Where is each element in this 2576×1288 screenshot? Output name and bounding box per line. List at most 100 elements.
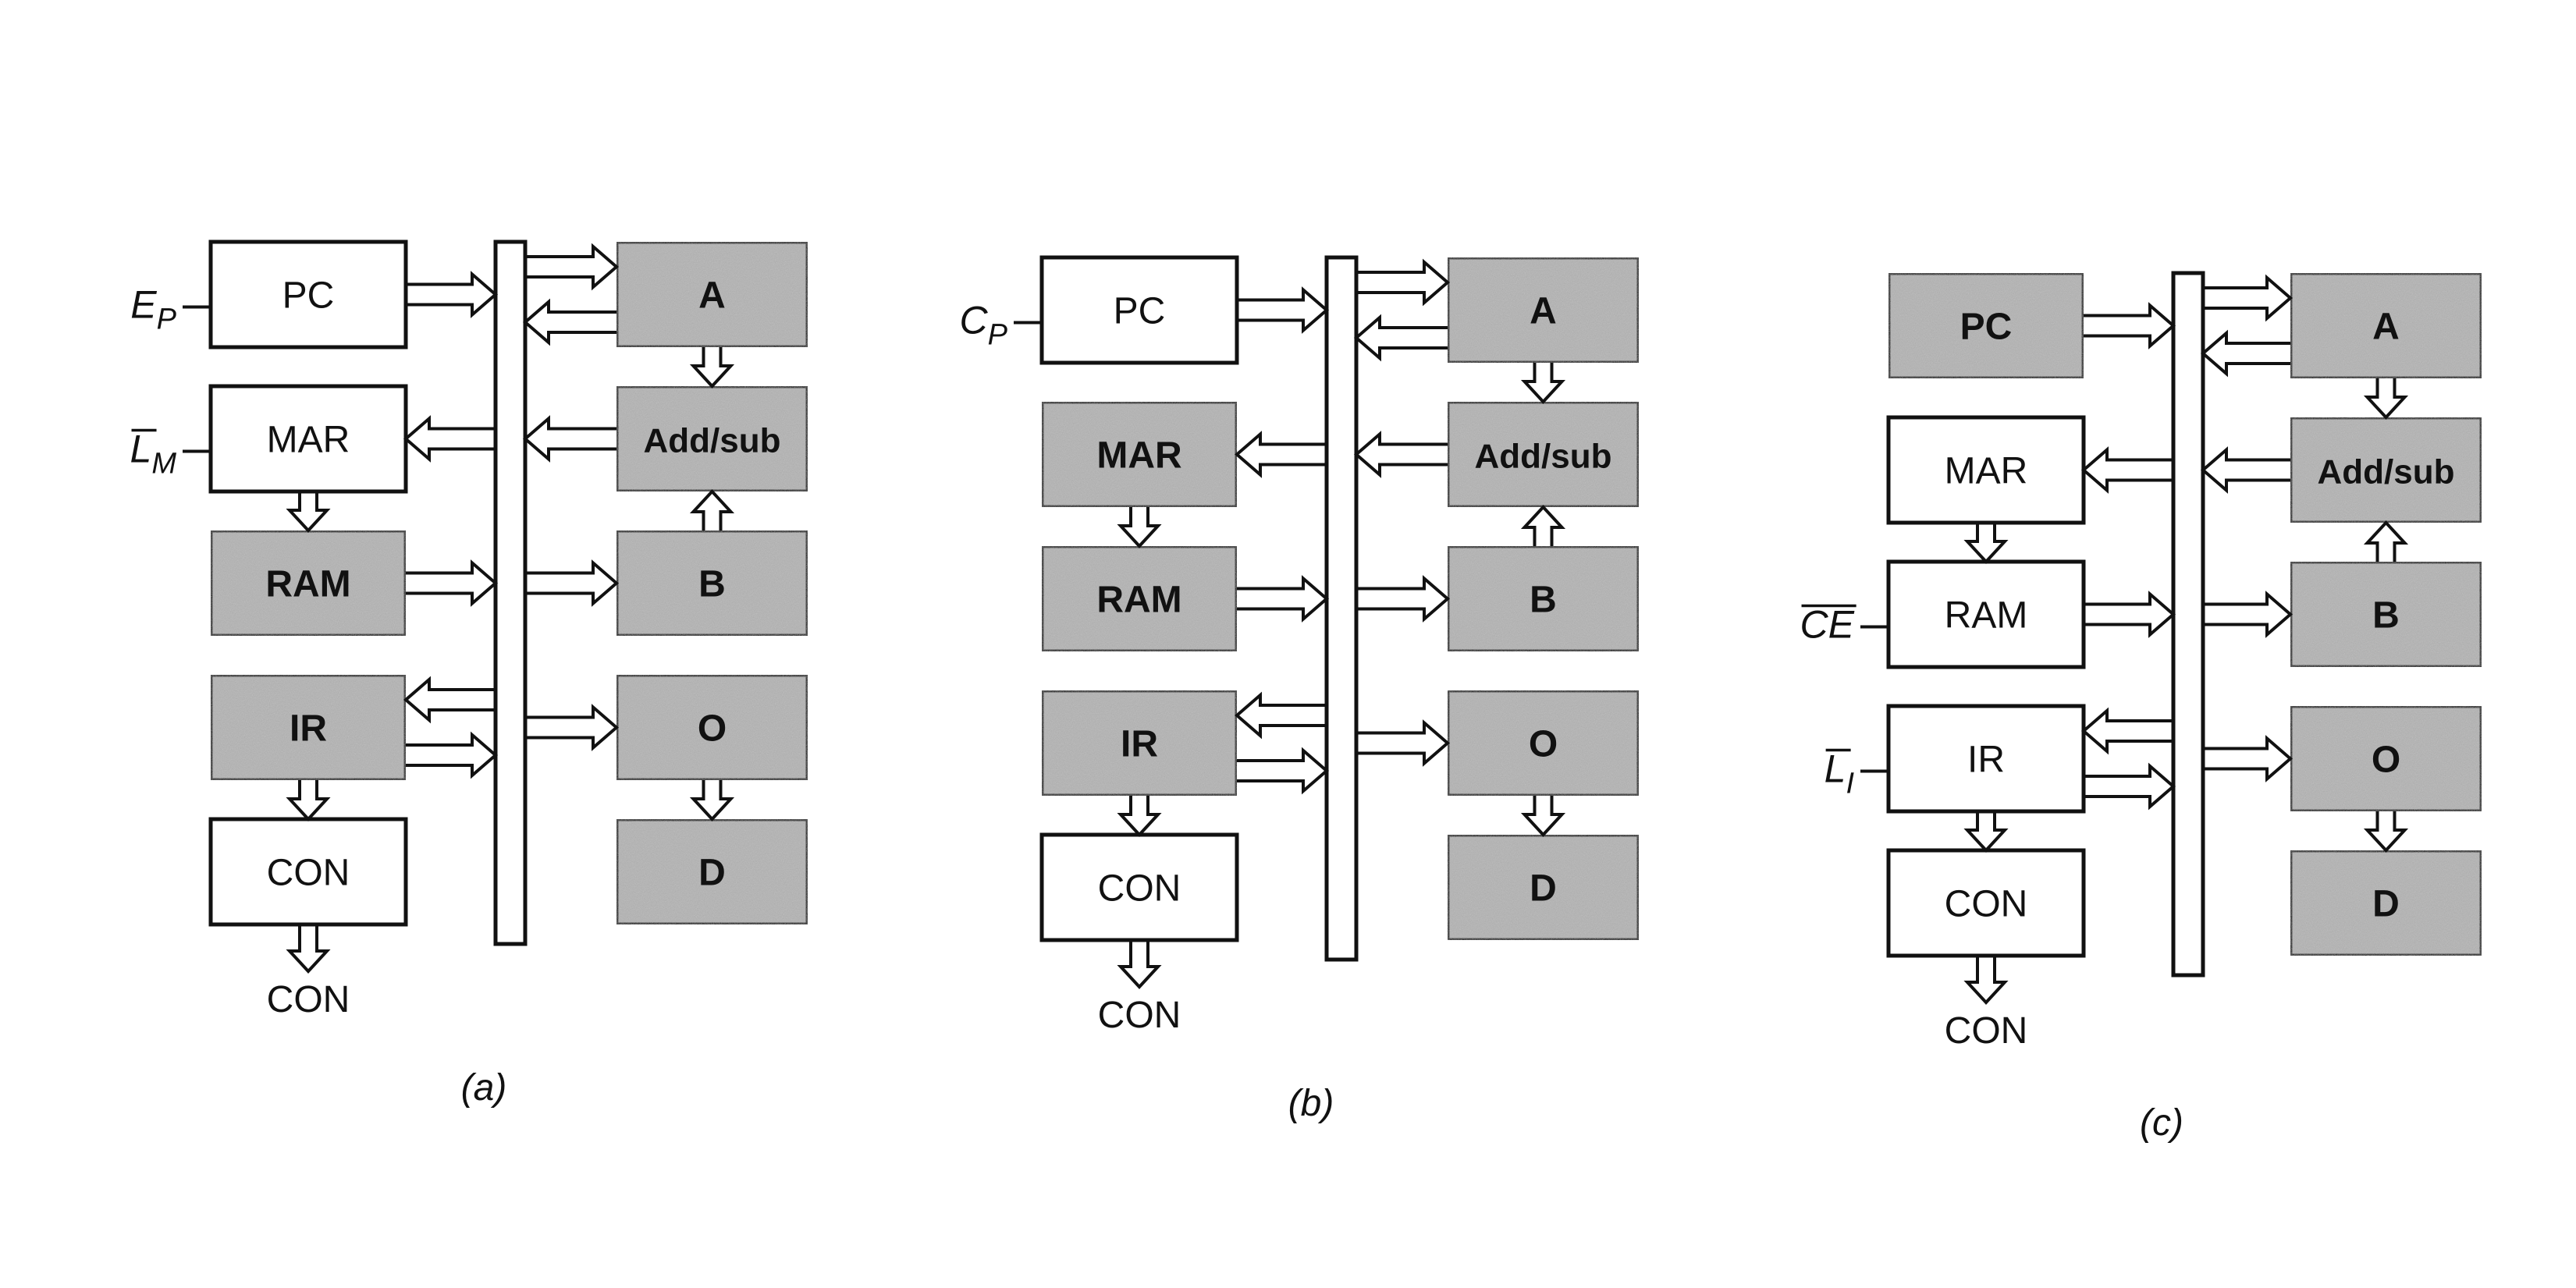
- arrow-a-to-addsub: [1520, 363, 1566, 404]
- block-label-o: O: [1529, 724, 1558, 765]
- arrow-addsub-to-bus: [1353, 431, 1448, 478]
- block-label-pc: PC: [1960, 307, 2013, 348]
- block-d: [1445, 832, 1641, 942]
- arrow-bus-to-ir: [1234, 691, 1327, 740]
- arrow-bus-to-mar: [1234, 431, 1327, 478]
- arrow-ram-to-bus: [406, 559, 499, 607]
- signal-subscript: P: [988, 319, 1008, 352]
- arrow-b-to-addsub: [2363, 520, 2409, 562]
- block-label-d: D: [2372, 884, 2400, 925]
- block-label-ir: IR: [1121, 724, 1158, 765]
- signal-mar: LM: [130, 428, 211, 481]
- block-label-d: D: [698, 853, 726, 894]
- bus: [2171, 271, 2205, 978]
- arrow-o-to-d: [2363, 811, 2409, 853]
- signal-subscript: P: [157, 303, 177, 336]
- arrow-ir-to-bus: [2084, 762, 2176, 811]
- arrow-mar-to-ram: [1963, 523, 2009, 564]
- block-b: [2288, 559, 2484, 669]
- signal-pc: CP: [960, 299, 1042, 352]
- block-label-a: A: [1530, 291, 1557, 332]
- arrow-pc-to-bus: [2084, 302, 2176, 349]
- block-label-pc: PC: [282, 275, 335, 317]
- arrow-a-to-addsub: [2363, 378, 2409, 420]
- block-label-ir: IR: [1967, 740, 2005, 781]
- arrow-bus-to-o: [525, 704, 620, 751]
- bus: [493, 240, 528, 946]
- block-label-b: B: [1530, 580, 1557, 621]
- arrow-a-to-addsub: [689, 347, 735, 389]
- block-con: [208, 817, 408, 927]
- block-pc: [1886, 271, 2086, 381]
- arrow-ir-to-con: [286, 780, 331, 821]
- arrow-ir-to-con: [1117, 796, 1162, 837]
- signal-main: E: [130, 283, 157, 327]
- block-o: [2288, 704, 2484, 814]
- block-label-mar: MAR: [1096, 435, 1181, 477]
- block-label-mar: MAR: [1945, 451, 2028, 492]
- block-label-ram: RAM: [1096, 580, 1181, 621]
- signal-pc: EP: [130, 283, 211, 336]
- block-a: [614, 240, 810, 349]
- block-a: [2288, 271, 2484, 381]
- block-label-con: CON: [1945, 884, 2028, 925]
- panel-caption: (a): [461, 1067, 507, 1109]
- arrow-b-to-addsub: [1520, 505, 1566, 546]
- arrow-con-out: [286, 924, 331, 974]
- block-label-addsub: Add/sub: [644, 422, 781, 460]
- block-d: [614, 817, 810, 927]
- arrow-ram-to-bus: [1237, 575, 1330, 623]
- signal-subscript: I: [1846, 768, 1854, 800]
- arrow-o-to-d: [1520, 796, 1566, 837]
- panel-caption: (c): [2140, 1102, 2183, 1144]
- block-con: [1039, 832, 1239, 942]
- block-mar: [1039, 399, 1239, 509]
- arrow-bus-to-a: [1356, 258, 1451, 307]
- block-label-a: A: [698, 275, 726, 317]
- block-label-o: O: [698, 708, 727, 750]
- arrow-bus-to-ir: [2080, 707, 2173, 755]
- signal-main: C: [960, 299, 989, 342]
- block-ir: [208, 672, 408, 782]
- signal-ir: LI: [1825, 747, 1888, 800]
- bus: [1324, 255, 1359, 962]
- arrow-a-to-bus: [2200, 329, 2290, 378]
- block-a: [1445, 255, 1641, 365]
- arrow-bus-to-mar: [2080, 446, 2173, 494]
- arrow-mar-to-ram: [286, 491, 331, 533]
- arrow-bus-to-o: [1356, 719, 1451, 767]
- arrow-addsub-to-bus: [522, 415, 616, 463]
- block-label-ram: RAM: [1945, 595, 2028, 637]
- block-label-pc: PC: [1114, 291, 1166, 332]
- block-label-o: O: [2372, 740, 2400, 781]
- arrow-bus-to-o: [2203, 735, 2294, 782]
- control-output-label: CON: [267, 979, 350, 1020]
- arrow-bus-to-a: [2203, 274, 2294, 322]
- block-ir: [1886, 704, 2086, 814]
- block-label-b: B: [698, 564, 726, 605]
- block-mar: [1886, 415, 2086, 525]
- arrow-a-to-bus: [522, 298, 616, 346]
- block-pc: [208, 240, 408, 349]
- arrow-con-out: [1963, 956, 2009, 1005]
- panel-caption: (b): [1288, 1083, 1334, 1124]
- arrow-bus-to-b: [525, 559, 620, 607]
- block-label-ram: RAM: [265, 564, 350, 605]
- block-label-d: D: [1530, 868, 1557, 910]
- block-addsub: [2288, 415, 2484, 525]
- arrow-bus-to-a: [525, 243, 620, 291]
- signal-main: CE: [1800, 603, 1855, 647]
- block-addsub: [1445, 399, 1641, 509]
- block-d: [2288, 848, 2484, 958]
- arrow-ram-to-bus: [2084, 591, 2176, 638]
- block-label-con: CON: [1098, 868, 1181, 910]
- block-mar: [208, 384, 408, 494]
- block-label-con: CON: [267, 853, 350, 894]
- signal-subscript: M: [151, 448, 176, 481]
- block-label-ir: IR: [290, 708, 327, 750]
- block-label-addsub: Add/sub: [2318, 453, 2455, 491]
- arrow-addsub-to-bus: [2200, 446, 2290, 494]
- arrow-bus-to-b: [1356, 575, 1451, 623]
